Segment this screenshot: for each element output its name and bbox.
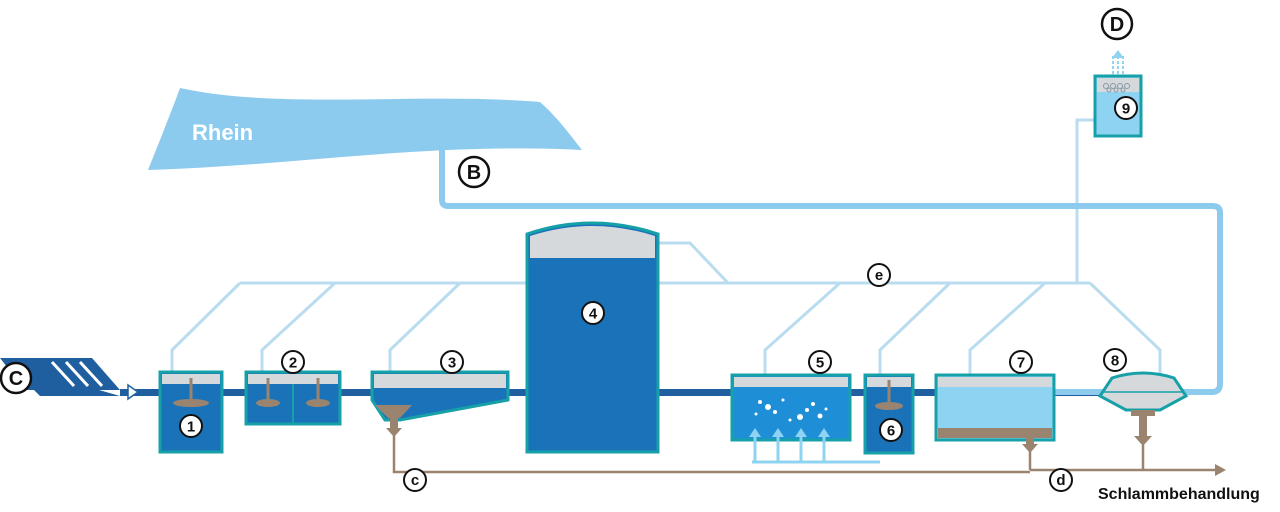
tank-5-aeration xyxy=(730,373,852,442)
letter-markers: B C D c d e xyxy=(0,7,1134,492)
marker-c-inlet: C xyxy=(9,368,23,390)
sludge-arrow-head xyxy=(1215,464,1226,476)
effluent-pipe xyxy=(435,138,1223,395)
tank-1-screen-grit xyxy=(158,370,224,454)
tank-3-settling xyxy=(370,370,510,437)
marker-c-sludge: c xyxy=(411,472,419,489)
river-rhein: Rhein xyxy=(148,88,582,170)
stage-1-label: 1 xyxy=(187,419,195,436)
stage-9-label: 9 xyxy=(1122,101,1130,118)
stage-2-label: 2 xyxy=(289,355,297,372)
marker-d: D xyxy=(1110,14,1124,36)
inlet-channel xyxy=(0,358,120,396)
stage-labels: 1 2 3 4 5 6 7 8 9 xyxy=(179,96,1138,442)
exhaust-air-duct-network xyxy=(170,118,1162,382)
stage-6-label: 6 xyxy=(887,423,895,440)
stage-8-filter xyxy=(1097,371,1189,446)
tank-2-primary xyxy=(244,370,342,426)
exhaust-arrow-head xyxy=(1112,50,1124,58)
river-label: Rhein xyxy=(192,120,253,145)
marker-d-sludge: d xyxy=(1056,472,1065,489)
sludge-treatment-label: Schlammbehandlung xyxy=(1098,486,1260,503)
tank-4-storage xyxy=(525,221,660,454)
aeration-air-lines xyxy=(752,434,880,464)
exhaust-air-outlet-arrows xyxy=(1112,56,1124,74)
marker-e: e xyxy=(875,267,883,284)
stage-3-label: 3 xyxy=(448,355,456,372)
stage-5-label: 5 xyxy=(816,355,824,372)
aeration-arrow-heads xyxy=(749,428,830,437)
stage-8-label: 8 xyxy=(1111,353,1119,370)
stage-7-label: 7 xyxy=(1017,355,1025,372)
marker-b: B xyxy=(467,162,481,184)
stage-4-label: 4 xyxy=(589,306,598,323)
tank-7-clarifier xyxy=(934,373,1056,453)
